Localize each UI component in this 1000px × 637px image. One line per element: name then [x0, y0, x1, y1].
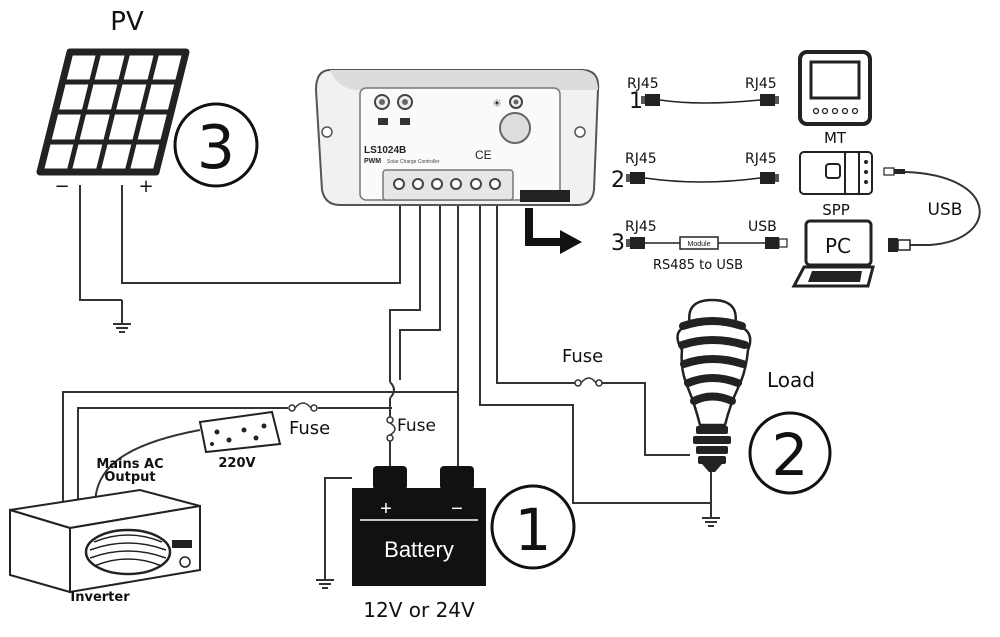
pv-plus-label: + [138, 176, 153, 197]
comm-row-1: 1 RJ45 RJ45 [627, 76, 779, 114]
comm-row-3: 3 RJ45 USB Module RS485 to USB [611, 219, 788, 273]
spp-usb-port [883, 167, 895, 176]
battery [352, 466, 486, 586]
module-label: Module [688, 241, 711, 248]
step-2-circle [748, 411, 832, 495]
terminal-block [382, 169, 514, 201]
usb-cable [904, 171, 981, 246]
mains-ac-label-1: Mains AC [96, 457, 163, 472]
fuse-battery-label: Fuse [397, 416, 436, 436]
load-positive-wire-a [496, 205, 575, 384]
battery-minus-sign: − [451, 498, 463, 520]
mount-hole-left [321, 126, 333, 138]
pc-laptop [791, 219, 911, 288]
fuse-inverter-symbol [288, 402, 318, 412]
row-3-left-label: RJ45 [625, 219, 657, 235]
battery-voltage: 12V or 24V [363, 598, 475, 622]
pv-panel [36, 48, 190, 176]
row-3-index: 3 [611, 231, 625, 256]
fuse-battery-symbol [386, 416, 396, 442]
solar-icon [378, 118, 388, 125]
spp-label: SPP [822, 201, 850, 219]
row-3-usb-plug [765, 237, 779, 249]
pv-negative-wire [79, 185, 122, 301]
socket-voltage: 220V [218, 456, 255, 471]
row-2-index: 2 [611, 168, 625, 193]
mains-ac-label-2: Output [104, 470, 155, 485]
mt-device [798, 50, 872, 126]
battery-negative-terminal [440, 466, 474, 490]
mount-hole-right [574, 126, 586, 138]
load-ground-symbol [701, 509, 721, 527]
row-3-caption: RS485 to USB [653, 258, 743, 273]
row-1-cable [659, 99, 761, 104]
wire-crossover [389, 381, 395, 399]
battery-ground-wire [324, 477, 352, 572]
row-2-left-label: RJ45 [625, 151, 657, 167]
row-1-left-label: RJ45 [627, 76, 659, 92]
battery-positive-wire-a [389, 205, 421, 382]
controller-model: LS1024B [364, 145, 406, 156]
mains-ac-cable [94, 429, 201, 506]
step-3-number: 3 [197, 113, 235, 183]
pv-positive-wire [121, 185, 401, 284]
pc-label: PC [825, 234, 851, 258]
inverter-vent [84, 528, 172, 576]
row-3-right-label: USB [748, 219, 777, 235]
inverter-label: Inverter [70, 590, 130, 605]
controller-subtitle: Solar Charge Controller [387, 159, 440, 165]
battery-positive-terminal [373, 466, 407, 490]
arrow-shaft [525, 208, 562, 246]
pv-ground-symbol [112, 315, 132, 333]
power-socket [198, 410, 282, 454]
battery-label: Battery [384, 537, 454, 562]
wires [62, 171, 981, 572]
inverter [9, 488, 201, 594]
load-negative-wire [479, 205, 711, 504]
lamp-icon: ☀ [492, 98, 502, 110]
step-1-number: 1 [515, 496, 552, 564]
charge-controller: ☀ LS1024B PWM Solar Charge Controller CE [314, 69, 600, 206]
fuse-load-symbol [574, 377, 603, 387]
pv-label: PV [110, 7, 144, 37]
battery-ground-symbol [315, 571, 335, 589]
row-1-right-label: RJ45 [745, 76, 777, 92]
step-2-number: 2 [772, 421, 809, 489]
rj45-port [520, 190, 570, 202]
row-2-cable [644, 177, 761, 183]
mt-label: MT [824, 129, 847, 147]
control-button[interactable] [499, 112, 531, 144]
step-1-circle [490, 484, 576, 570]
fuse-inverter-label: Fuse [289, 418, 330, 439]
terminal-screws [393, 178, 501, 190]
row-1-index: 1 [629, 89, 643, 114]
pc-usb-plug [888, 238, 898, 252]
load-bulb [676, 298, 752, 472]
controller-pwm: PWM [364, 158, 381, 165]
comm-row-2: 2 RJ45 RJ45 [611, 151, 779, 193]
load-positive-wire-b [602, 382, 690, 456]
arrow-head [560, 230, 582, 254]
step-3-circle [173, 102, 259, 188]
battery-negative-link [399, 205, 441, 380]
inverter-negative-wire [62, 391, 457, 505]
spp-device [799, 151, 905, 195]
row-2-right-label: RJ45 [745, 151, 777, 167]
ce-mark: CE [475, 148, 492, 162]
battery-icon [400, 118, 410, 125]
fuse-load-label: Fuse [562, 346, 603, 367]
pv-minus-label: − [54, 176, 69, 197]
mt-buttons [812, 107, 859, 115]
rs485-module [679, 236, 719, 250]
inverter-positive-wire-a [77, 407, 288, 505]
usb-label: USB [928, 200, 963, 220]
load-label: Load [767, 368, 815, 392]
battery-plus-sign: + [380, 498, 392, 520]
